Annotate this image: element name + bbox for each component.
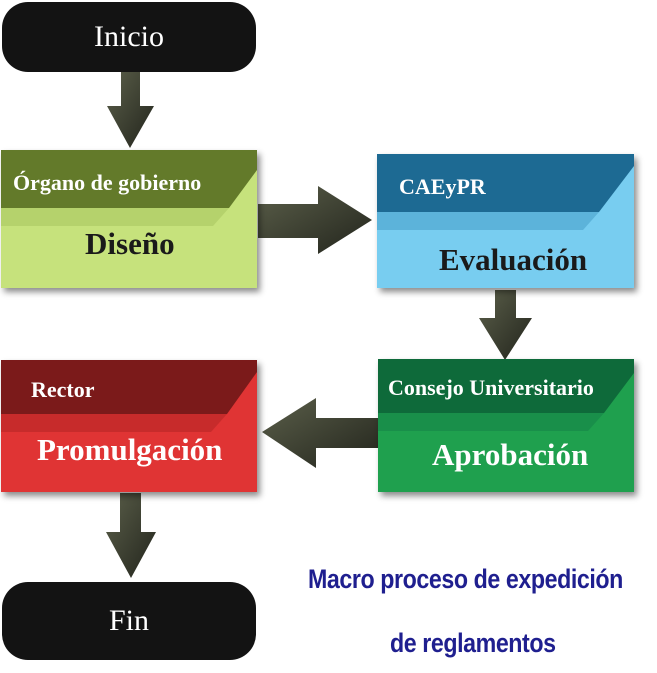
arrow-evaluacion-to-aprobacion bbox=[479, 290, 532, 360]
arrow-promulgacion-to-fin bbox=[106, 493, 156, 578]
evaluacion-actor: CAEyPR bbox=[399, 174, 486, 199]
box-aprobacion: Consejo Universitario Aprobación bbox=[378, 359, 634, 492]
box-evaluacion: CAEyPR Evaluación bbox=[377, 154, 634, 288]
promulgacion-actor: Rector bbox=[31, 377, 95, 402]
aprobacion-stage: Aprobación bbox=[432, 437, 589, 472]
diseno-stage: Diseño bbox=[85, 226, 175, 261]
evaluacion-stage: Evaluación bbox=[439, 242, 588, 277]
diagram-caption-line-1: Macro proceso de expedición bbox=[308, 564, 623, 594]
promulgacion-stage: Promulgación bbox=[37, 432, 223, 467]
start-label: Inicio bbox=[94, 20, 164, 53]
diagram-caption-line-2: de reglamentos bbox=[390, 628, 556, 658]
arrow-start-to-diseno bbox=[107, 72, 154, 148]
aprobacion-actor: Consejo Universitario bbox=[388, 375, 594, 400]
box-diseno: Órgano de gobierno Diseño bbox=[1, 150, 257, 288]
end-label: Fin bbox=[108, 604, 150, 637]
box-promulgacion: Rector Promulgación bbox=[1, 360, 257, 492]
end-terminal: Fin bbox=[2, 582, 256, 660]
diseno-actor: Órgano de gobierno bbox=[13, 170, 202, 195]
start-terminal: Inicio bbox=[2, 2, 256, 72]
arrow-aprobacion-to-promulgacion bbox=[262, 398, 380, 468]
arrow-diseno-to-evaluacion bbox=[258, 186, 372, 254]
